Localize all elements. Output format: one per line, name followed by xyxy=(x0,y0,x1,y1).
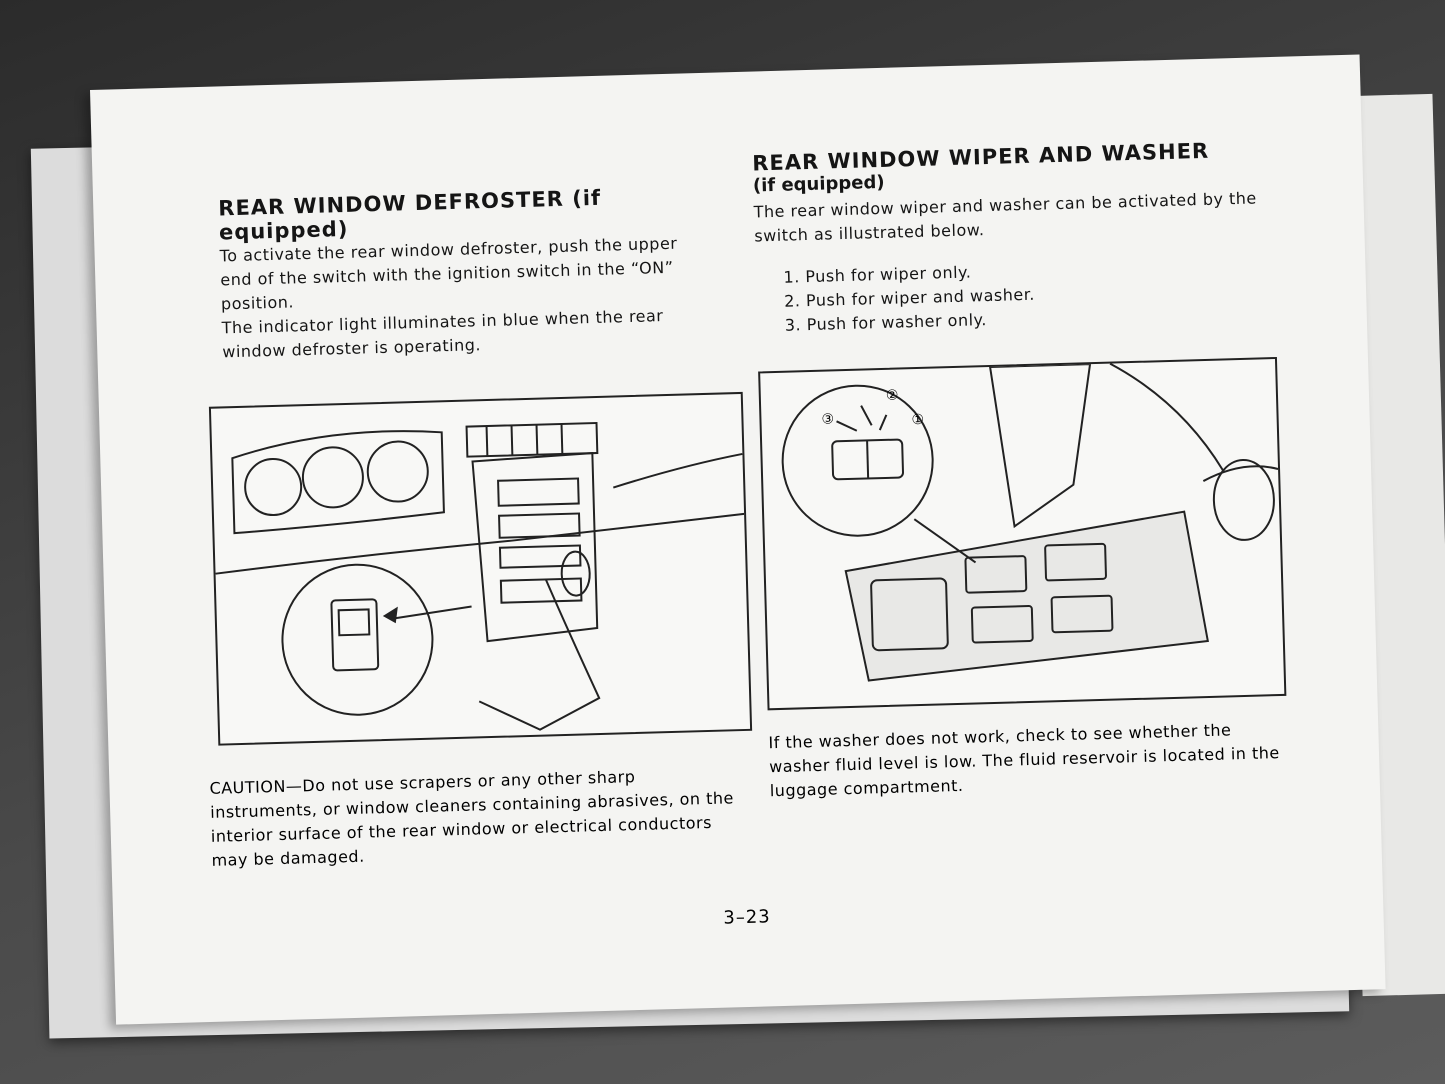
diagram-label: ① xyxy=(911,412,924,428)
wiper-steps-list: 1. Push for wiper only. 2. Push for wipe… xyxy=(783,252,1267,337)
wiper-section: REAR WINDOW WIPER AND WASHER (if equippe… xyxy=(752,137,1267,338)
caution-text-block: CAUTION—Do not use scrapers or any other… xyxy=(209,762,741,873)
diagram-label: ③ xyxy=(821,411,834,427)
washer-note-block: If the washer does not work, check to se… xyxy=(768,717,1290,803)
dashboard-drawing xyxy=(215,421,745,731)
diagram-label: ② xyxy=(886,388,899,404)
wiper-intro: The rear window wiper and washer can be … xyxy=(753,188,1258,246)
caution-text: CAUTION—Do not use scrapers or any other… xyxy=(209,767,735,870)
manual-page: REAR WINDOW DEFROSTER (if equipped) To a… xyxy=(90,54,1386,1025)
washer-note-text: If the washer does not work, check to se… xyxy=(768,720,1280,801)
page-number: 3–23 xyxy=(723,906,772,929)
defroster-illustration xyxy=(208,391,753,746)
defroster-section: REAR WINDOW DEFROSTER (if equipped) To a… xyxy=(218,183,712,365)
wiper-illustration: ② ① ③ xyxy=(758,356,1287,711)
defroster-paragraph-1: To activate the rear window defroster, p… xyxy=(219,233,678,314)
console-drawing: ② ① ③ xyxy=(781,362,1279,682)
